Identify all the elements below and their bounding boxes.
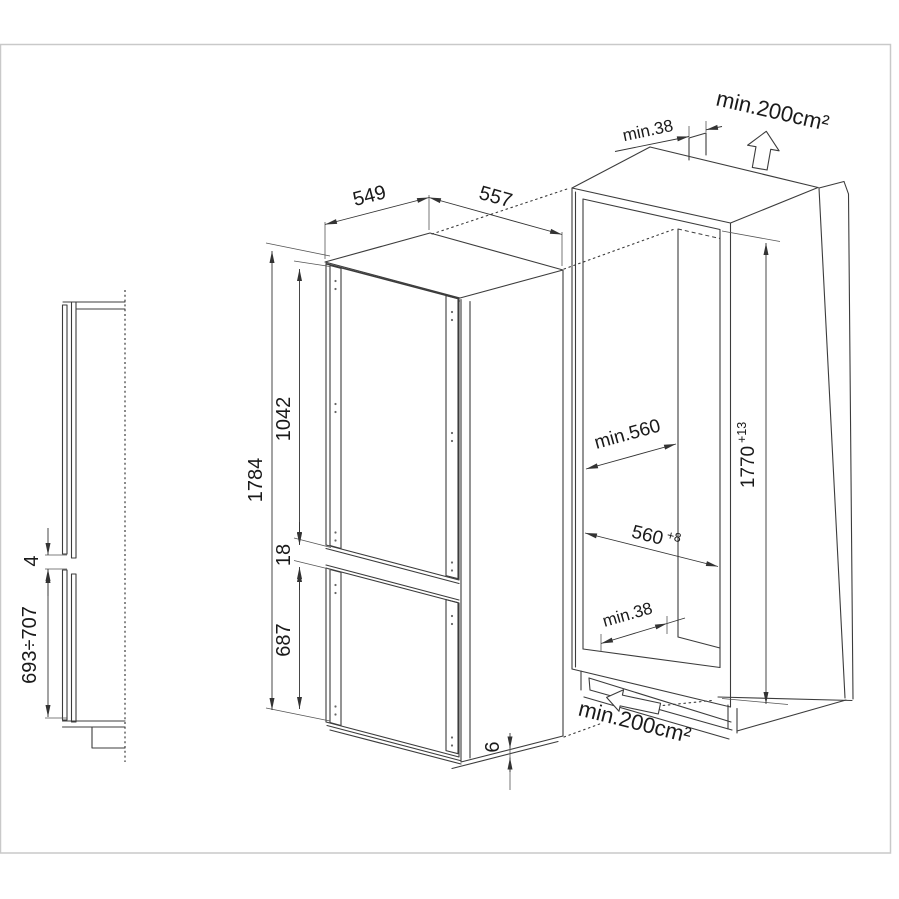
dim-label-687: 687 xyxy=(273,623,295,656)
lower-cabinet-panel xyxy=(70,573,77,723)
top-airflow-arrow xyxy=(747,130,780,171)
projection-lines xyxy=(431,187,713,738)
lower-door-panel xyxy=(61,569,68,721)
upper-door-hinge-holes xyxy=(334,279,454,572)
lower-door-hinge-holes xyxy=(334,583,454,747)
dim-lower-door-687: 687 xyxy=(273,570,302,709)
dim-inner-width: 560 +8 xyxy=(584,522,719,567)
appliance-view: 549 557 1784 1042 18 xyxy=(245,181,564,790)
bottom-airflow-arrow xyxy=(606,689,662,715)
dim-door-gap-4: 4 xyxy=(21,528,67,596)
dim-door-gap-18: 18 xyxy=(273,522,332,590)
vent-label-top: min.200cm² xyxy=(714,86,832,136)
dim-label-min560: min.560 xyxy=(592,416,663,454)
upper-door xyxy=(325,263,460,581)
dim-inner-height: 1770 +13 xyxy=(721,230,789,705)
dim-label-549: 549 xyxy=(351,181,389,211)
dim-inner-depth: min.560 xyxy=(585,416,677,470)
dim-upper-door-1042: 1042 xyxy=(273,260,332,548)
dim-label-6: 6 xyxy=(482,741,504,752)
lower-door xyxy=(325,567,460,758)
dim-lower-door-693-707: 693÷707 xyxy=(19,571,67,719)
dim-label-1042: 1042 xyxy=(273,397,295,442)
dim-label-18: 18 xyxy=(273,544,295,566)
dim-label-560-tolerance: +8 xyxy=(665,528,682,545)
lower-door-right-rail xyxy=(445,599,459,755)
upper-door-panel xyxy=(61,304,68,555)
drawing-frame xyxy=(0,43,892,854)
dim-label-693-707: 693÷707 xyxy=(19,606,41,684)
dim-label-min38-bottom: min.38 xyxy=(600,599,654,631)
dim-label-1784: 1784 xyxy=(245,458,267,503)
dim-bottom-clearance-6: 6 xyxy=(482,733,513,790)
dim-label-4: 4 xyxy=(21,555,43,566)
upper-door-right-rail xyxy=(445,295,459,580)
dim-label-557: 557 xyxy=(477,182,515,212)
upper-cabinet-panel xyxy=(70,301,77,559)
upper-door-left-rail xyxy=(329,264,342,550)
plinth-vent xyxy=(580,670,738,740)
dim-label-1770: 1770 xyxy=(738,446,759,488)
interior-back-top-edge xyxy=(677,228,721,239)
right-side-panel xyxy=(717,180,854,732)
plinth-step xyxy=(91,726,126,749)
appliance-top-face xyxy=(324,232,564,299)
rear-vent-notch xyxy=(688,132,707,161)
dim-total-height-1784: 1784 xyxy=(245,242,331,722)
side-view: 4 693÷707 xyxy=(19,290,126,762)
niche-view: min.38 min.200cm² min.560 560 +8 1770 +1… xyxy=(571,86,854,748)
dim-bottom-rear-clearance: min.38 xyxy=(600,599,686,652)
dim-label-1770-tolerance: +13 xyxy=(735,422,749,443)
lower-door-left-rail xyxy=(329,568,342,727)
